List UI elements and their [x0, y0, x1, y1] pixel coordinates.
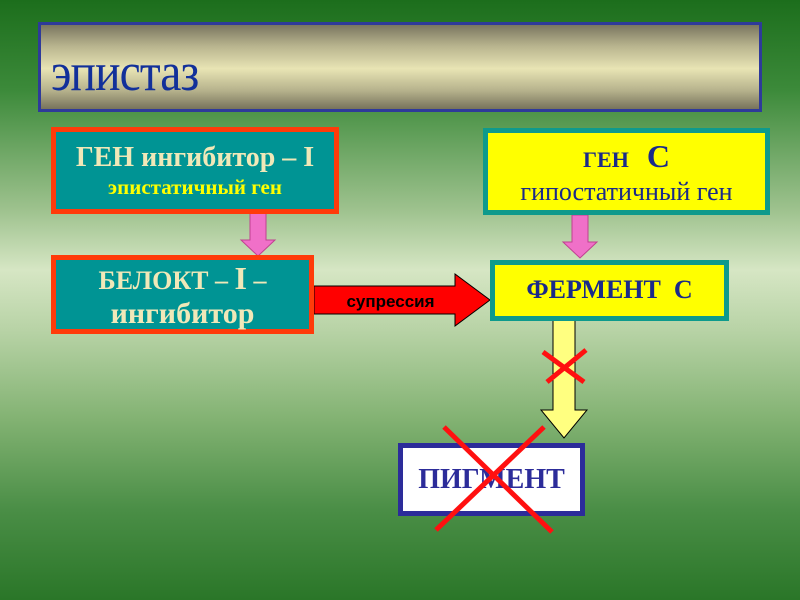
gene-inhibitor-box: ГЕН ингибитор – I эпистатичный ген	[51, 127, 339, 214]
gene-inhibitor-title: ГЕН ингибитор – I	[75, 142, 315, 173]
pigment-box: ПИГМЕНТ	[398, 443, 585, 516]
pink-arrow-left-icon	[239, 212, 277, 257]
gene-c-title: ГЕН С	[488, 139, 765, 177]
suppression-arrow-icon	[313, 273, 491, 327]
protein-inhibitor-title: БЕЛОКТ – I –	[56, 262, 309, 297]
yellow-arrow-icon	[539, 319, 589, 439]
protein-inhibitor-box: БЕЛОКТ – I – ингибитор	[51, 255, 314, 334]
protein-prefix: БЕЛОКТ –	[98, 266, 235, 295]
gene-c-letter: С	[646, 138, 670, 174]
pink-arrow-right-icon	[561, 214, 599, 259]
gene-inhibitor-subtitle: эпистатичный ген	[108, 175, 282, 199]
slide-title: эпистаз	[51, 42, 199, 102]
suppression-label: супрессия	[346, 292, 435, 311]
protein-suffix: –	[246, 266, 267, 295]
gene-c-box: ГЕН С гипостатичный ген	[483, 128, 770, 215]
gene-c-prefix: ГЕН	[583, 147, 629, 172]
protein-letter: I	[234, 260, 247, 296]
title-banner: эпистаз	[38, 22, 762, 112]
protein-inhibitor-subtitle: ингибитор	[110, 297, 255, 330]
pigment-label: ПИГМЕНТ	[418, 464, 565, 495]
gene-c-subtitle: гипостатичный ген	[520, 177, 733, 206]
enzyme-c-box: ФЕРМЕНТ С	[490, 260, 729, 321]
enzyme-c-label: ФЕРМЕНТ С	[526, 275, 693, 304]
